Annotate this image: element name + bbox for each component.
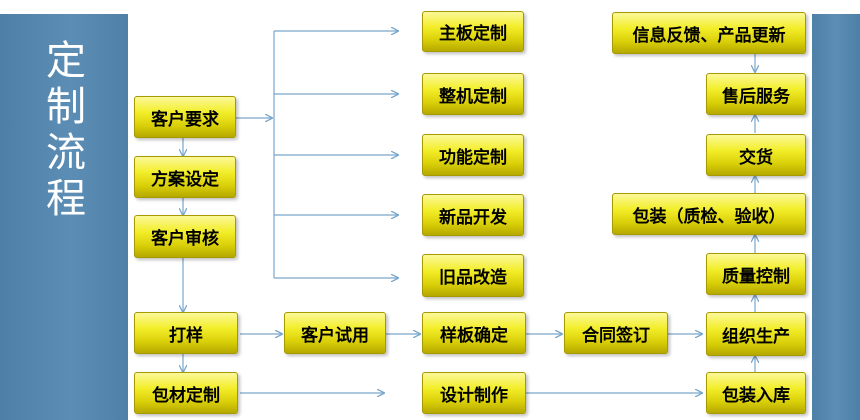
box-production: 组织生产 [706,312,806,356]
title-char-2: 制 [46,84,86,130]
left-title-panel [0,14,128,420]
box-solution-design: 方案设定 [134,156,236,198]
box-motherboard-custom: 主板定制 [422,11,524,52]
box-sample-confirm: 样板确定 [422,312,526,354]
box-old-product: 旧品改造 [422,254,524,297]
box-customer-request: 客户要求 [134,96,236,138]
box-delivery: 交货 [706,134,806,176]
box-sampling: 打样 [134,312,238,354]
box-packaging-material: 包材定制 [134,372,238,414]
box-function-custom: 功能定制 [422,134,524,176]
title-char-3: 流 [46,130,86,176]
box-design-making: 设计制作 [422,372,526,414]
title-char-1: 定 [46,38,86,84]
box-feedback-update: 信息反馈、产品更新 [612,12,806,54]
box-packing-inspection: 包装（质检、验收） [612,193,806,235]
box-after-sales: 售后服务 [706,73,806,115]
box-customer-review: 客户审核 [134,215,236,258]
box-contract-sign: 合同签订 [564,312,668,354]
box-quality-control: 质量控制 [706,253,806,295]
box-new-product: 新品开发 [422,194,524,236]
right-decor-panel [812,14,860,420]
box-pack-store: 包装入库 [706,372,806,414]
box-machine-custom: 整机定制 [422,73,524,115]
box-customer-trial: 客户试用 [284,312,386,354]
title-char-4: 程 [46,176,86,222]
